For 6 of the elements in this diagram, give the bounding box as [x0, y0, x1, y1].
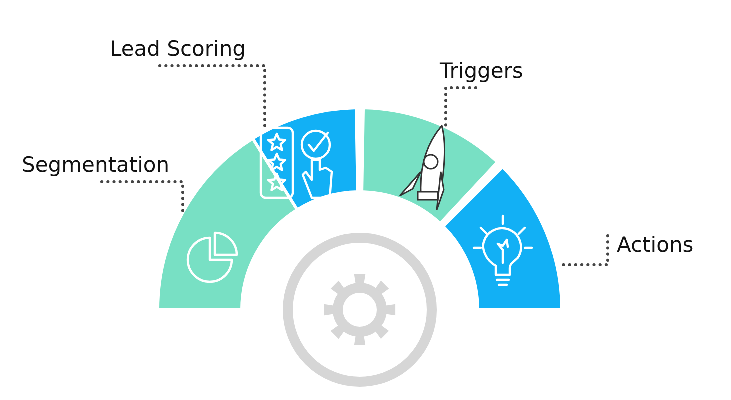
segment-label: Triggers — [440, 58, 524, 84]
segment-label: Actions — [617, 232, 694, 258]
leader-line — [444, 86, 478, 128]
segment-label: Segmentation — [22, 152, 170, 178]
segment-label: Lead Scoring — [110, 36, 246, 62]
lead-scoring-segment — [251, 106, 360, 212]
